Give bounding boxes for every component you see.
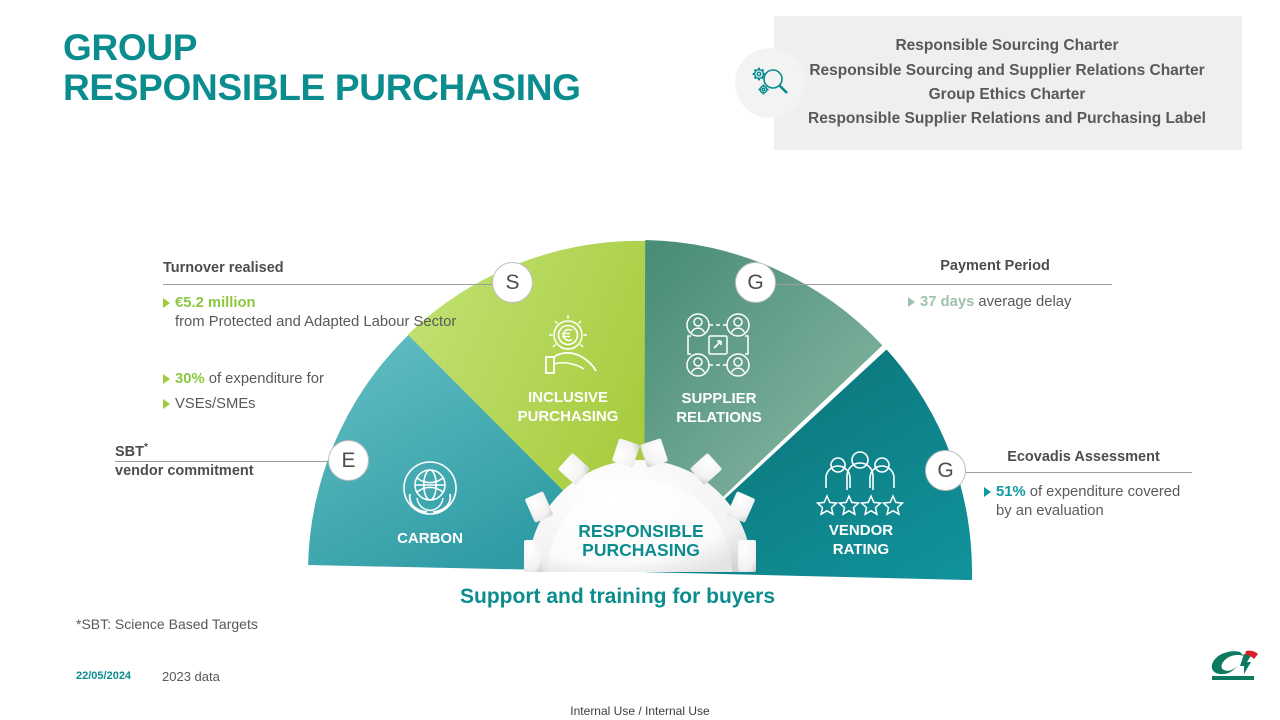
- turnover-block: Turnover realised €5.2 million from Prot…: [163, 260, 473, 414]
- euro-coin-in-hand-icon: [545, 315, 597, 374]
- connector-line-inclusive: [163, 284, 493, 285]
- badge-g-governance-supplier[interactable]: G: [735, 262, 776, 303]
- ecovadis-heading: Ecovadis Assessment: [1007, 449, 1160, 465]
- sbt-footnote: *SBT: Science Based Targets: [76, 616, 258, 632]
- turnover-item-1-value: €5.2 million: [175, 295, 256, 311]
- responsible-purchasing-wheel: RESPONSIBLE PURCHASING: [308, 240, 972, 581]
- ecovadis-text: of expenditure covered: [1025, 484, 1181, 500]
- sbt-line-1: SBT*: [115, 442, 148, 460]
- data-year: 2023 data: [162, 669, 220, 684]
- turnover-item-2-text: of expenditure for: [204, 370, 324, 387]
- people-network-icon: [686, 313, 750, 377]
- slide-date: 22/05/2024: [76, 670, 132, 682]
- wheel-segment-labels: CARBON INCLUSIVE PURCHASING SUPPLIER REL…: [397, 389, 893, 558]
- charter-line-3: Group Ethics Charter: [928, 86, 1086, 103]
- credit-agricole-logo: [1211, 650, 1258, 680]
- badge-e-environment[interactable]: E: [328, 440, 369, 481]
- internal-use-notice: Internal Use / Internal Use: [570, 704, 710, 718]
- people-stars-rating-icon: [815, 451, 905, 516]
- hub-label-line1: RESPONSIBLE: [578, 521, 703, 541]
- page-title: GROUP RESPONSIBLE PURCHASING: [63, 27, 581, 108]
- charter-line-1: Responsible Sourcing Charter: [895, 37, 1119, 55]
- wheel-hub: RESPONSIBLE PURCHASING: [524, 438, 756, 572]
- connector-line-vendor: [966, 472, 1192, 473]
- payment-text: average delay: [974, 294, 1072, 310]
- payment-period-block: Payment Period 37 days average delay: [880, 258, 1180, 312]
- connector-line-supplier: [776, 284, 1112, 285]
- turnover-item-2-value: 30%: [175, 370, 205, 387]
- turnover-item-3-text: VSEs/SMEs: [175, 395, 256, 412]
- turnover-item-1: €5.2 million from Protected and Adapted …: [163, 294, 473, 332]
- badge-s-social[interactable]: S: [492, 262, 533, 303]
- bullet-triangle-icon: [908, 297, 915, 307]
- label-vendor-line2: RATING: [833, 541, 889, 558]
- turnover-heading: Turnover realised: [163, 260, 284, 276]
- bullet-triangle-icon: [163, 298, 170, 308]
- charter-list: Responsible Sourcing Charter Responsible…: [792, 34, 1222, 132]
- turnover-item-2: 30% of expenditure for: [163, 370, 473, 389]
- payment-heading: Payment Period: [940, 258, 1050, 274]
- globe-in-hands-icon: [403, 461, 457, 515]
- bullet-triangle-icon: [163, 398, 170, 409]
- charter-line-2: Responsible Sourcing and Supplier Relati…: [809, 61, 1205, 79]
- ecovadis-text-2: by an evaluation: [996, 502, 1104, 519]
- bullet-triangle-icon: [163, 373, 170, 384]
- payment-item: 37 days average delay: [908, 293, 1180, 312]
- sbt-block: SBT* vendor commitment: [115, 441, 330, 482]
- label-vendor-line1: VENDOR: [829, 522, 893, 539]
- connector-line-carbon: [115, 461, 329, 462]
- turnover-item-3: VSEs/SMEs: [163, 395, 473, 414]
- sbt-asterisk: *: [144, 442, 148, 453]
- label-carbon-line1: CARBON: [397, 530, 463, 547]
- ecovadis-item: 51% of expenditure covered by an evaluat…: [984, 483, 1236, 521]
- magnifier-gears-icon: [735, 48, 805, 118]
- payment-value: 37 days: [920, 294, 975, 310]
- ecovadis-block: Ecovadis Assessment 51% of expenditure c…: [976, 449, 1236, 521]
- charter-box: Responsible Sourcing Charter Responsible…: [774, 16, 1242, 150]
- label-inclusive-line1: INCLUSIVE: [528, 389, 608, 406]
- label-supplier-line2: RELATIONS: [676, 409, 762, 426]
- ecovadis-value: 51%: [996, 484, 1026, 500]
- badge-g-governance-vendor[interactable]: G: [925, 450, 966, 491]
- label-inclusive-line2: PURCHASING: [518, 408, 619, 425]
- charter-line-4: Responsible Supplier Relations and Purch…: [808, 110, 1206, 128]
- bullet-triangle-icon: [984, 487, 991, 497]
- sbt-line-2: vendor commitment: [115, 463, 254, 480]
- label-supplier-line1: SUPPLIER: [681, 390, 756, 407]
- hub-label-line2: PURCHASING: [582, 540, 700, 560]
- turnover-item-1-text: from Protected and Adapted Labour Sector: [175, 313, 457, 330]
- support-training-caption: Support and training for buyers: [460, 585, 776, 608]
